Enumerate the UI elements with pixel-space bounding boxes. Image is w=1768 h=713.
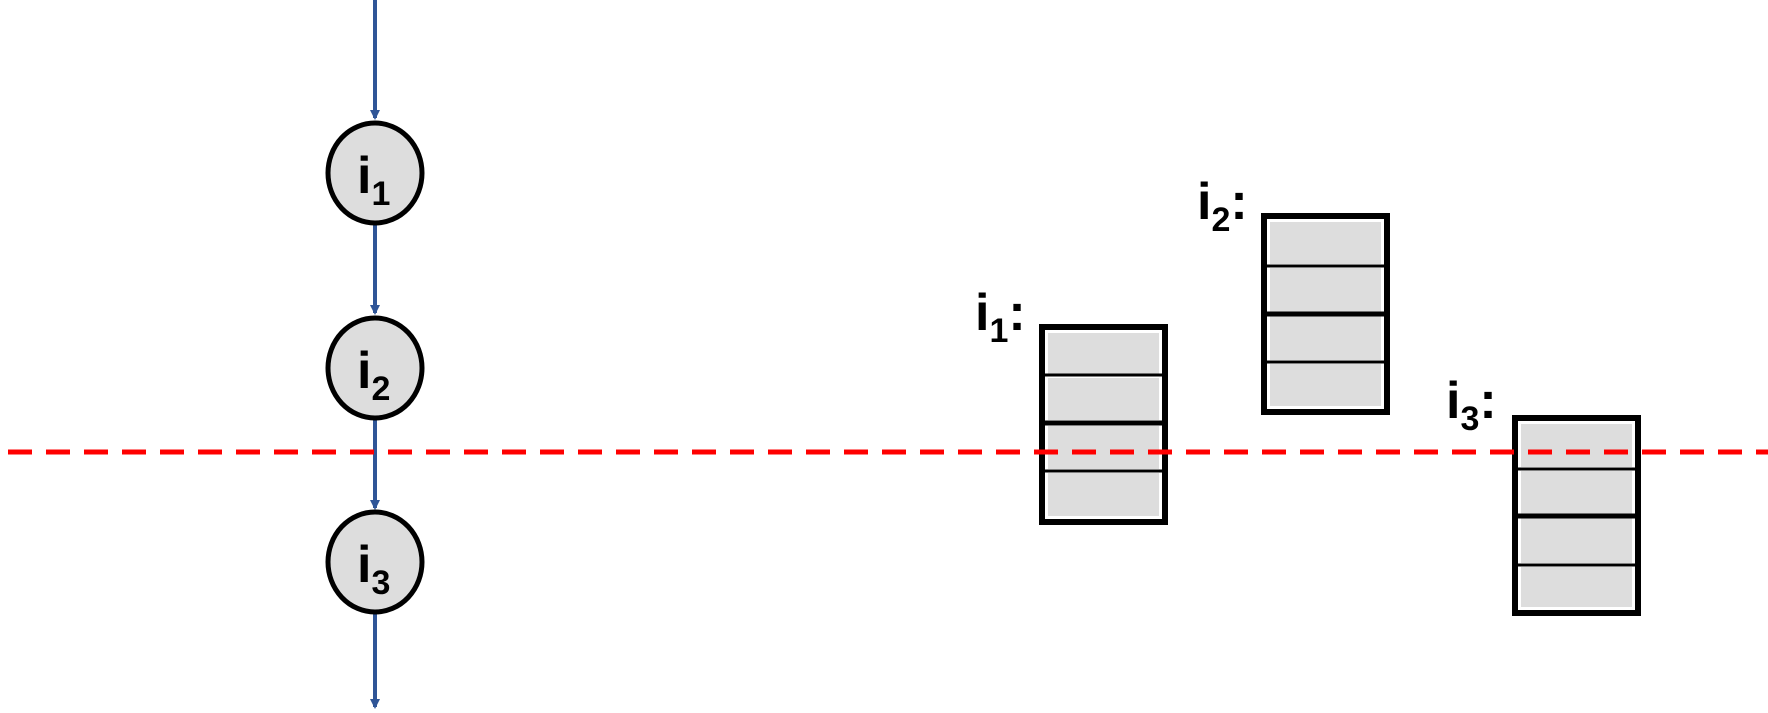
block-row	[1270, 268, 1381, 312]
flow-node-label: i3	[357, 536, 390, 602]
flow-node-i1: i1	[325, 120, 425, 226]
block-row	[1048, 378, 1159, 420]
flow-node-label: i1	[357, 147, 390, 213]
block-row	[1048, 426, 1159, 469]
flow-node-circle	[325, 509, 425, 615]
flow-node-i2: i2	[325, 315, 425, 421]
flow-node-circle	[325, 315, 425, 421]
block-row	[1048, 333, 1159, 374]
block-row	[1521, 471, 1632, 514]
block-row	[1270, 364, 1381, 406]
block-row	[1521, 518, 1632, 563]
block-i2: i2:	[1197, 173, 1390, 415]
flow-node-label: i2	[357, 342, 390, 408]
block-row	[1270, 316, 1381, 360]
block-row	[1521, 424, 1632, 467]
block-row	[1270, 222, 1381, 264]
block-label: i3:	[1446, 372, 1497, 438]
block-i3: i3:	[1446, 372, 1641, 616]
block-label: i1:	[975, 284, 1026, 350]
block-row	[1048, 473, 1159, 516]
flow-node-circle	[325, 120, 425, 226]
block-i1: i1:	[975, 284, 1168, 525]
block-label: i2:	[1197, 173, 1248, 239]
block-row	[1521, 567, 1632, 607]
flow-node-i3: i3	[325, 509, 425, 615]
